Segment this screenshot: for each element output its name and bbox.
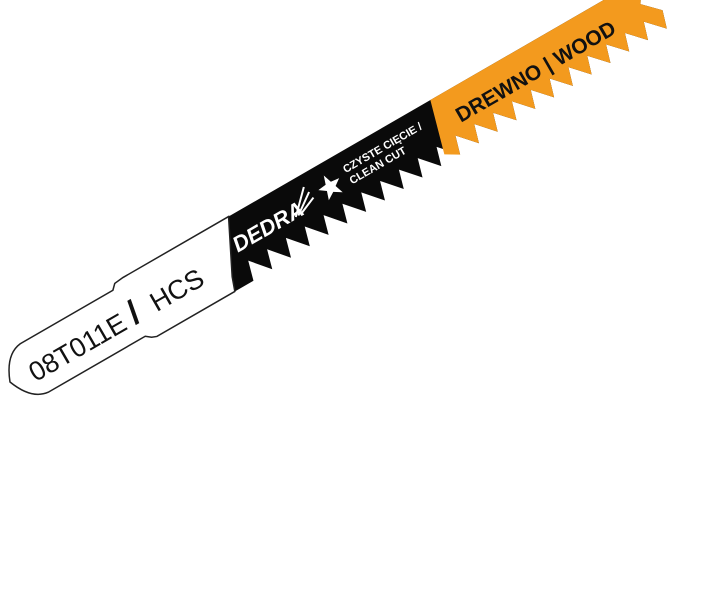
brand-wing-icon	[294, 186, 315, 218]
application-label: DREWNO | WOOD	[452, 17, 620, 127]
application-band	[430, 0, 667, 155]
star-icon	[318, 175, 343, 201]
shank	[8, 215, 236, 396]
